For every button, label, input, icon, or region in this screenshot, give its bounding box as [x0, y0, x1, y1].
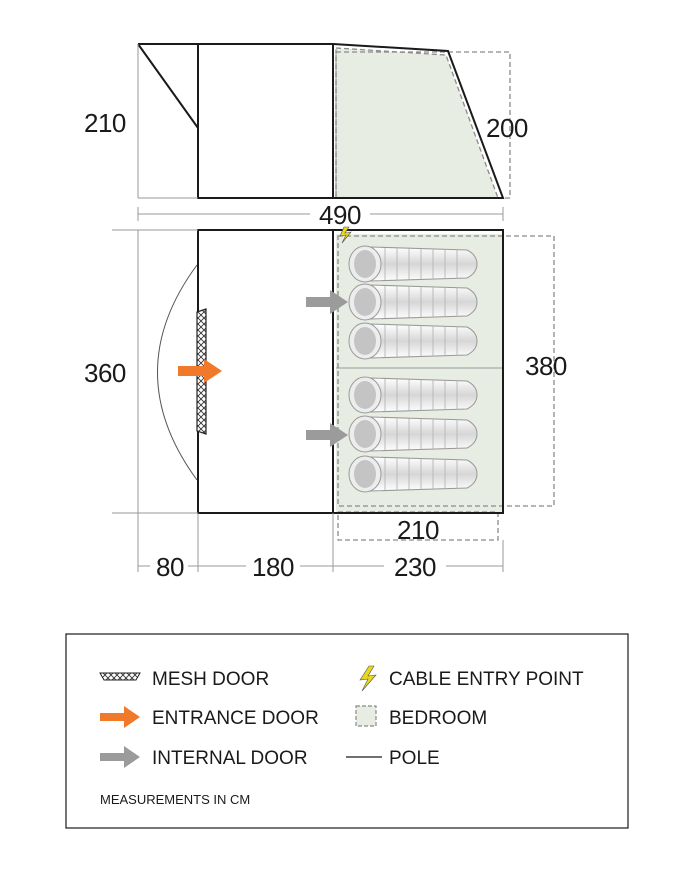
width-label: 360	[84, 358, 126, 388]
sleeping-bag	[348, 322, 478, 360]
side-canopy-pole	[137, 43, 199, 129]
bedroom-dashed-outline	[337, 235, 555, 507]
legend-internal-door: INTERNAL DOOR	[152, 748, 308, 769]
legend: MESH DOOR ENTRANCE DOOR INTERNAL DOOR CA…	[65, 633, 629, 829]
canopy-pole-arc	[157, 264, 198, 481]
entrance-door-arrow-icon	[178, 359, 222, 383]
living-length-label: 180	[252, 552, 294, 582]
internal-door-arrow-icon	[306, 423, 348, 447]
segment-dimensions: 80 180 230	[137, 513, 504, 582]
total-length-dimension: 490	[137, 200, 504, 230]
legend-bedroom: BEDROOM	[389, 708, 487, 729]
floor-plan: 360 380 210	[84, 226, 567, 545]
side-tent-outline	[138, 43, 505, 199]
bedroom-legend-icon	[355, 705, 377, 727]
bedroom-depth-label: 210	[397, 515, 439, 545]
cable-entry-point-icon	[339, 226, 352, 244]
bedroom-length-label: 230	[394, 552, 436, 582]
sleeping-bag	[348, 283, 478, 321]
total-length-label: 490	[319, 200, 361, 230]
legend-mesh-door: MESH DOOR	[152, 669, 269, 690]
entrance-door-legend-icon	[100, 706, 140, 728]
canopy-length-label: 80	[156, 552, 184, 582]
sleeping-bag	[348, 376, 478, 414]
side-height-left-label: 210	[84, 108, 126, 138]
bedroom-width-label: 380	[525, 351, 567, 381]
side-bedroom-area	[336, 48, 498, 198]
sleeping-bag	[348, 245, 478, 283]
legend-box	[65, 633, 629, 829]
mesh-door-legend-icon	[99, 672, 141, 681]
sleeping-bag	[348, 415, 478, 453]
sleeping-bag	[348, 455, 478, 493]
legend-pole: POLE	[389, 748, 440, 769]
side-elevation: 210 200	[84, 43, 528, 199]
internal-door-legend-icon	[100, 746, 140, 768]
side-height-right-label: 200	[486, 113, 528, 143]
measurements-note: MEASUREMENTS IN CM	[100, 792, 250, 807]
internal-door-arrow-icon	[306, 290, 348, 314]
legend-entrance-door: ENTRANCE DOOR	[152, 708, 319, 729]
cable-entry-legend-icon	[359, 665, 377, 692]
legend-cable-entry: CABLE ENTRY POINT	[389, 669, 584, 690]
